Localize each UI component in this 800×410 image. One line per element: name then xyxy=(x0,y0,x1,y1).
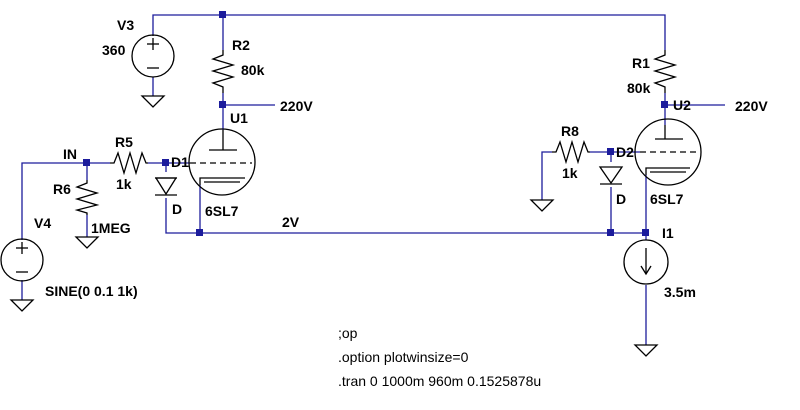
v4-name-label: V4 xyxy=(34,215,51,231)
directive-tran[interactable]: .tran 0 1000m 960m 0.1525878u xyxy=(338,373,541,389)
junction-dot xyxy=(83,159,90,166)
ground-symbol-v3 xyxy=(140,95,166,108)
diode-d1[interactable] xyxy=(154,177,178,196)
v4-value-label: SINE(0 0.1 1k) xyxy=(45,283,138,299)
v3-value-label: 360 xyxy=(102,42,126,58)
junction-dot xyxy=(219,101,226,108)
junction-dot xyxy=(607,229,614,236)
resistor-r2[interactable] xyxy=(210,50,236,93)
r5-name-label: R5 xyxy=(115,134,133,150)
junction-dot xyxy=(219,11,226,18)
junction-dot xyxy=(661,101,668,108)
v3-name-label: V3 xyxy=(117,17,134,33)
wire-top-rail[interactable] xyxy=(152,14,666,50)
junction-dot xyxy=(642,229,649,236)
r6-value-label: 1MEG xyxy=(91,220,131,236)
junction-dot xyxy=(607,148,614,155)
r1-name-label: R1 xyxy=(632,55,650,71)
i1-name-label: I1 xyxy=(662,225,674,241)
u2-value-label: 6SL7 xyxy=(650,191,684,207)
voltage-source-v4[interactable] xyxy=(0,238,44,282)
r2-value-label: 80k xyxy=(241,62,265,78)
ground-symbol-i1 xyxy=(633,344,659,357)
wire-v4-in[interactable] xyxy=(21,162,110,240)
u1-name-label: U1 xyxy=(230,110,248,126)
d2-value-label: D xyxy=(616,191,626,207)
current-source-i1[interactable] xyxy=(623,239,669,285)
resistor-r6[interactable] xyxy=(74,180,100,215)
directive-option[interactable]: .option plotwinsize=0 xyxy=(338,349,469,365)
d1-name-label: D1 xyxy=(171,154,189,170)
voltage-source-v3[interactable] xyxy=(131,34,175,78)
wire-u1-plate[interactable] xyxy=(222,93,275,106)
in-net-label: IN xyxy=(63,146,77,162)
r5-value-label: 1k xyxy=(116,176,132,192)
r6-name-label: R6 xyxy=(53,181,71,197)
junction-dot xyxy=(162,159,169,166)
spice-directives[interactable]: ;op .option plotwinsize=0 .tran 0 1000m … xyxy=(338,325,541,389)
d2-name-label: D2 xyxy=(616,144,634,160)
u2-name-label: U2 xyxy=(673,97,691,113)
wire-r8-gnd[interactable] xyxy=(541,151,552,200)
r1-value-label: 80k xyxy=(627,80,651,96)
triode-u1[interactable] xyxy=(188,128,256,196)
resistor-r1[interactable] xyxy=(652,50,678,93)
u1-plate-net-label: 220V xyxy=(280,98,313,114)
u2-plate-net-label: 220V xyxy=(735,98,768,114)
u1-value-label: 6SL7 xyxy=(205,203,239,219)
resistor-r8[interactable] xyxy=(552,139,590,165)
diode-d2[interactable] xyxy=(598,166,624,185)
cathode-net-label: 2V xyxy=(282,214,300,230)
junctions xyxy=(83,11,668,236)
r8-value-label: 1k xyxy=(562,165,578,181)
r2-name-label: R2 xyxy=(232,37,250,53)
r8-name-label: R8 xyxy=(561,123,579,139)
ground-symbol-r6 xyxy=(74,236,100,249)
wire-d1-cathode[interactable] xyxy=(165,198,200,234)
triode-u2[interactable] xyxy=(634,118,702,186)
junction-dot xyxy=(196,229,203,236)
i1-value-label: 3.5m xyxy=(664,284,696,300)
ground-symbol-r8 xyxy=(529,199,555,212)
ground-symbol-v4 xyxy=(9,299,35,312)
d1-value-label: D xyxy=(172,201,182,217)
directive-op[interactable]: ;op xyxy=(338,325,358,341)
resistor-r5[interactable] xyxy=(110,150,148,176)
